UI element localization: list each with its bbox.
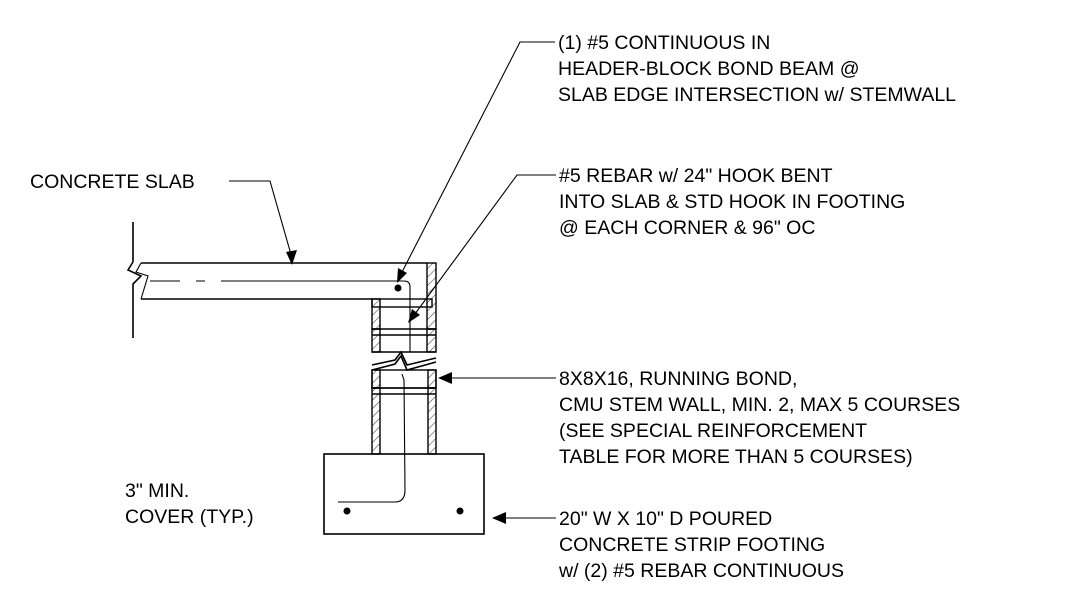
leader-bond-beam xyxy=(397,41,555,283)
concrete-footing xyxy=(323,453,485,535)
label-cover-line-2: COVER (TYP.) xyxy=(125,506,254,528)
label-footing-line-3: w/ (2) #5 REBAR CONTINUOUS xyxy=(558,560,844,582)
label-cmu-wall-line-2: CMU STEM WALL, MIN. 2, MAX 5 COURSES xyxy=(559,394,960,416)
label-cmu-wall-line-3: (SEE SPECIAL REINFORCEMENT xyxy=(559,420,867,442)
label-concrete-slab: CONCRETE SLAB xyxy=(30,171,195,193)
hook-rebar xyxy=(338,300,411,503)
header-block xyxy=(371,262,437,353)
label-rebar-hook-line-1: #5 REBAR w/ 24" HOOK BENT xyxy=(559,165,833,187)
leader-rebar-hook xyxy=(408,174,556,323)
label-rebar-hook-line-2: INTO SLAB & STD HOOK IN FOOTING xyxy=(559,191,905,213)
leader-concrete-slab xyxy=(229,180,297,265)
label-bond-beam-line-1: (1) #5 CONTINUOUS IN xyxy=(558,32,770,54)
label-cmu-wall-line-1: 8X8X16, RUNNING BOND, xyxy=(559,368,797,390)
label-bond-beam-line-3: SLAB EDGE INTERSECTION w/ STEMWALL xyxy=(558,84,956,106)
bond-beam-rebar xyxy=(394,284,402,292)
concrete-slab xyxy=(126,222,427,338)
label-footing-line-1: 20" W X 10" D POURED xyxy=(559,508,772,530)
label-cmu-wall-line-4: TABLE FOR MORE THAN 5 COURSES) xyxy=(559,446,913,468)
leader-cmu-wall xyxy=(438,372,556,384)
leader-footing xyxy=(492,512,556,524)
footing-rebar-left xyxy=(343,507,351,515)
footing-rebar-right xyxy=(456,507,464,515)
wall-break-line xyxy=(371,350,437,371)
label-footing-line-2: CONCRETE STRIP FOOTING xyxy=(559,534,825,556)
label-bond-beam-line-2: HEADER-BLOCK BOND BEAM @ xyxy=(558,58,860,80)
label-cover-line-1: 3" MIN. xyxy=(125,480,189,502)
label-rebar-hook-line-3: @ EACH CORNER & 96" OC xyxy=(559,217,815,239)
